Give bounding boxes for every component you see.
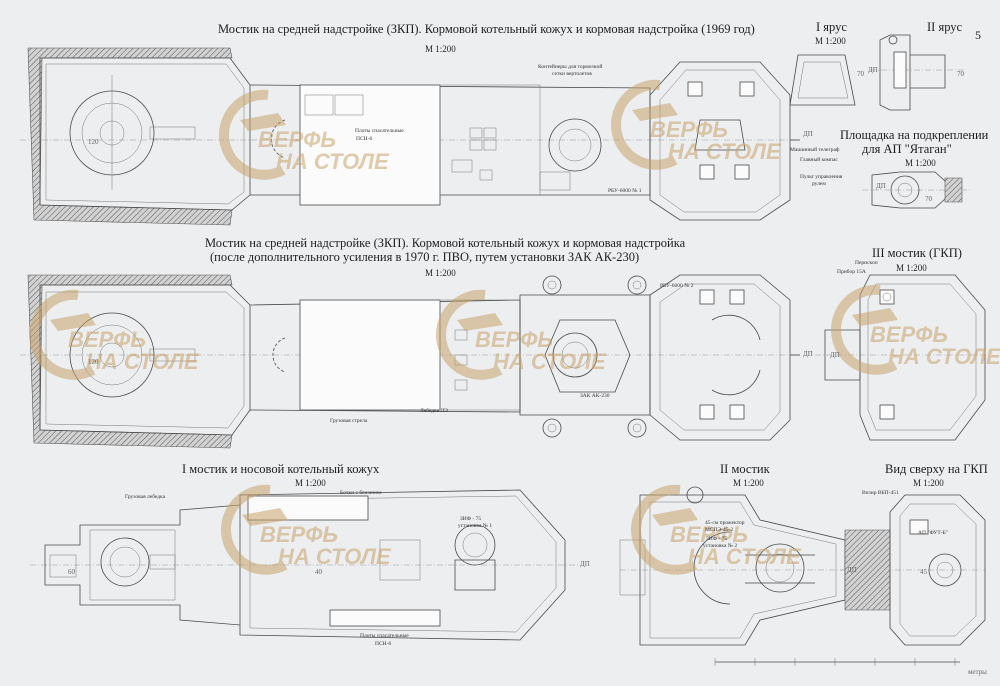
- view-tier-2-drawing: [870, 34, 965, 111]
- dim-60: 60: [68, 568, 75, 576]
- view-bridge-3-drawing: [815, 274, 990, 441]
- view-bridge-1-scale: М 1:200: [295, 478, 326, 488]
- scale-bar: [714, 658, 960, 666]
- label-rafts: Плоты спасательные: [355, 128, 404, 134]
- view-tier-1-title: I ярус: [816, 20, 847, 34]
- view-zkp-1969-scale: М 1:200: [425, 44, 456, 54]
- label-cargo-boom: Грузовая стрела: [330, 418, 368, 424]
- view-zkp-1969-title: Мостик на средней надстройке (ЗКП). Корм…: [218, 22, 755, 36]
- view-gkp-top-drawing: [840, 494, 986, 646]
- view-yatagan-title: Площадка на подкреплении: [840, 128, 989, 142]
- view-tier-1-drawing: [789, 54, 856, 106]
- dim-70-c: 70: [925, 195, 932, 203]
- label-rafts-b-model: ПСН-6: [375, 641, 392, 647]
- label-engine-telegraph: Машинный телеграф: [790, 147, 840, 153]
- label-winch: Лебедка ЛЭ: [420, 408, 448, 414]
- label-main-compass: Главный компас: [800, 157, 838, 163]
- label-zif-1b: установка № 1: [458, 523, 493, 529]
- centerline-mark-6: ДП: [580, 560, 590, 568]
- label-rafts-b: Плоты спасательные: [360, 633, 409, 639]
- label-sight: Визир ВБП-451: [862, 490, 899, 496]
- centerline-mark-7: ДП: [847, 566, 857, 574]
- view-bridge-2-scale: М 1:200: [733, 478, 764, 488]
- centerline-mark-4: ДП: [876, 182, 886, 190]
- view-zkp-1969-drawing: [20, 47, 800, 226]
- view-bridge-3-scale: М 1:200: [896, 263, 927, 273]
- view-tier-1-scale: М 1:200: [815, 36, 846, 46]
- label-containers-2: сетки вертолетов: [552, 71, 592, 77]
- dim-40: 40: [315, 568, 322, 576]
- label-zif-2: ЗИФ - 75: [706, 536, 728, 542]
- view-gkp-top-scale: М 1:200: [913, 478, 944, 488]
- view-bridge-3-title: III мостик (ГКП): [872, 246, 962, 260]
- page-number: 5: [975, 28, 981, 42]
- label-gasoline-tanks: Бочки с бензином: [340, 490, 382, 496]
- view-zkp-1970-subtitle: (после дополнительного усиления в 1970 г…: [210, 250, 640, 264]
- label-zif-2b: установка № 2: [703, 543, 738, 549]
- scale-bar-label: метры: [968, 668, 987, 676]
- centerline-mark-5: ДП: [830, 351, 840, 359]
- view-gkp-top-title: Вид сверху на ГКП: [885, 462, 988, 476]
- label-searchlight-2: МСПЭ-45-2: [705, 527, 734, 533]
- label-zif-1: ЗИФ - 75: [460, 516, 482, 522]
- view-zkp-1970-scale: М 1:200: [425, 268, 456, 278]
- dim-120-b: 120: [88, 358, 99, 366]
- label-searchlight: 45-см прожектор: [705, 520, 745, 526]
- label-rbu-1: РБУ-6000 № 1: [608, 188, 642, 194]
- label-cargo-winch: Грузовая лебедка: [125, 494, 166, 500]
- label-containers: Контейнеры для тормозной: [538, 64, 603, 70]
- label-rafts-model: ПСН-6: [356, 136, 373, 142]
- view-bridge-2-drawing: [619, 486, 846, 646]
- view-bridge-2-title: II мостик: [720, 462, 770, 476]
- dim-70-a: 70: [857, 70, 864, 78]
- label-ap-flag: АП "ФУТ-Б": [918, 530, 948, 536]
- label-periscope: Перископ: [855, 260, 878, 266]
- centerline-mark-1: ДП: [803, 130, 813, 138]
- centerline-mark-2: ДП: [803, 350, 813, 358]
- label-steering-console: Пульт управления: [800, 174, 843, 180]
- view-zkp-1970-drawing: [20, 274, 800, 449]
- view-yatagan-drawing: [862, 171, 970, 209]
- view-yatagan-scale: М 1:200: [905, 158, 936, 168]
- view-zkp-1970-title: Мостик на средней надстройке (ЗКП). Корм…: [205, 236, 686, 250]
- label-device-15a: Прибор 15А: [837, 269, 866, 275]
- view-tier-2-title: II ярус: [927, 20, 963, 34]
- view-yatagan-subtitle: для АП "Ятаган": [862, 142, 952, 156]
- centerline-mark-3: ДП: [868, 66, 878, 74]
- label-rbu-2: РБУ-6000 № 2: [660, 283, 694, 289]
- dim-70-b: 70: [957, 70, 964, 78]
- dim-120-a: 120: [88, 138, 99, 146]
- view-bridge-1-title: I мостик и носовой котельный кожух: [182, 462, 380, 476]
- dim-45: 45: [920, 568, 927, 576]
- label-zak: ЗАК АК-230: [580, 393, 610, 399]
- label-steering-console-2: рулем: [812, 181, 826, 187]
- view-bridge-1-drawing: [30, 489, 580, 641]
